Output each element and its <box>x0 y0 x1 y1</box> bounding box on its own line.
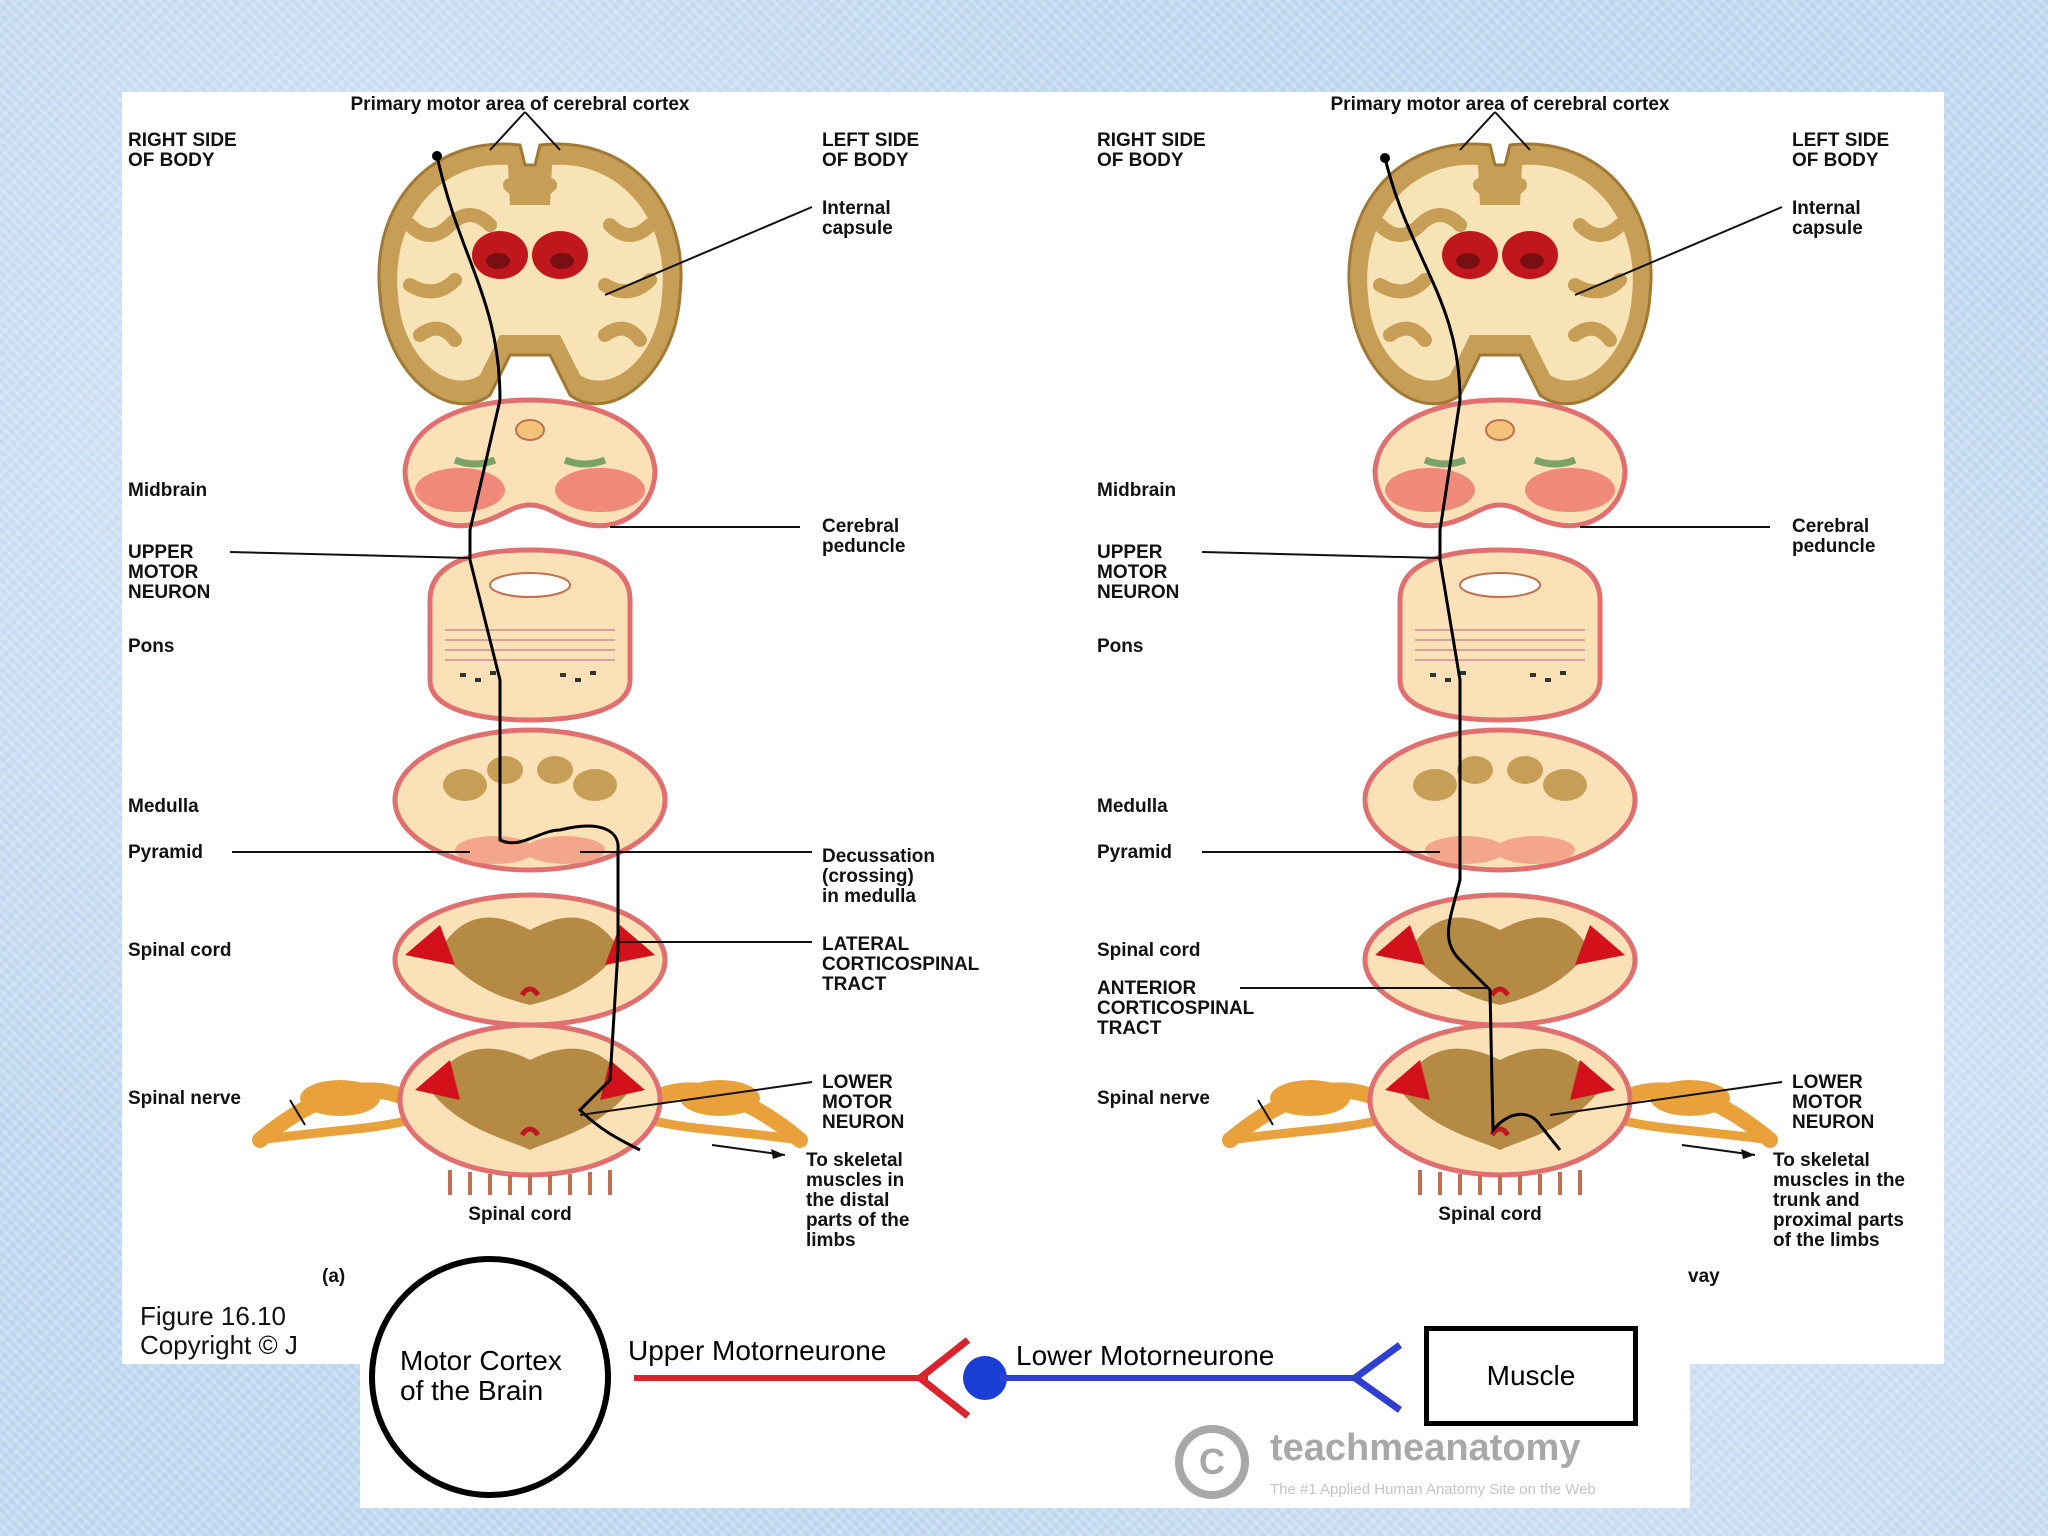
left-left-side-label: LEFT SIDE OF BODY <box>822 130 924 171</box>
lower-motorneurone-label: Lower Motorneurone <box>1016 1340 1274 1371</box>
right-title: Primary motor area of cerebral cortex <box>1331 94 1670 115</box>
left-muscles-label: To skeletal muscles in the distal parts … <box>806 1150 915 1251</box>
left-internal-capsule-label: Internal capsule <box>822 198 896 239</box>
left-lateral-tract-label: LATERAL CORTICOSPINAL TRACT <box>822 934 984 995</box>
watermark-tagline: The #1 Applied Human Anatomy Site on the… <box>1270 1481 1596 1498</box>
right-upper-motor-neuron-label: UPPER MOTOR NEURON <box>1097 542 1179 603</box>
motor-cortex-circle <box>369 1256 611 1498</box>
left-lower-motor-neuron-label: LOWER MOTOR NEURON <box>822 1072 904 1133</box>
left-panel: Primary motor area of cerebral cortex RI… <box>128 94 984 1287</box>
right-right-side-label: RIGHT SIDE OF BODY <box>1097 130 1211 171</box>
svg-text:C: C <box>1199 1441 1225 1482</box>
left-medulla-label: Medulla <box>128 796 199 817</box>
right-pons-label: Pons <box>1097 636 1143 657</box>
left-upper-motor-neuron-label: UPPER MOTOR NEURON <box>128 542 210 603</box>
right-spinal-cord-label: Spinal cord <box>1097 940 1200 961</box>
lower-motorneurone-terminal <box>1349 1342 1403 1413</box>
left-tract-line <box>435 155 641 1152</box>
right-internal-capsule-label: Internal capsule <box>1792 198 1866 239</box>
left-cerebral-peduncle-label: Cerebral peduncle <box>822 516 905 557</box>
left-pons-label: Pons <box>128 636 174 657</box>
left-pyramid-label: Pyramid <box>128 842 203 863</box>
right-lower-motor-neuron-label: LOWER MOTOR NEURON <box>1792 1072 1874 1133</box>
right-tract-line <box>1383 157 1562 1151</box>
copyright-icon <box>1175 1425 1249 1499</box>
left-decussation-label: Decussation (crossing) in medulla <box>822 846 940 907</box>
right-spinal-cord-bottom-label: Spinal cord <box>1438 1204 1541 1225</box>
muscle-label: Muscle <box>1486 1360 1576 1391</box>
muscle-box: Muscle <box>1424 1326 1638 1426</box>
left-title: Primary motor area of cerebral cortex <box>351 94 690 115</box>
right-left-side-label: LEFT SIDE OF BODY <box>1792 130 1894 171</box>
right-pyramid-label: Pyramid <box>1097 842 1172 863</box>
upper-motorneurone-label: Upper Motorneurone <box>628 1335 886 1366</box>
right-medulla-label: Medulla <box>1097 796 1168 817</box>
left-spinal-nerve-label: Spinal nerve <box>128 1088 241 1109</box>
right-cerebral-peduncle-label: Cerebral peduncle <box>1792 516 1875 557</box>
left-midbrain-label: Midbrain <box>128 480 207 501</box>
right-midbrain-label: Midbrain <box>1097 480 1176 501</box>
right-muscles-label: To skeletal muscles in the trunk and pro… <box>1773 1150 1910 1251</box>
left-right-side-label: RIGHT SIDE OF BODY <box>128 130 242 171</box>
right-panel: Primary motor area of cerebral cortex RI… <box>1097 94 1910 1287</box>
motor-cortex-label: Motor Cortex of the Brain <box>400 1345 570 1406</box>
right-panel-tag-fragment: vay <box>1688 1266 1720 1287</box>
left-spinal-cord-label: Spinal cord <box>128 940 231 961</box>
lower-motorneurone-cell-body <box>963 1356 1007 1400</box>
watermark-brand: teachmeanatomy <box>1270 1427 1580 1469</box>
figure-caption: Figure 16.10 Copyright © J <box>140 1301 298 1360</box>
left-spinal-cord-bottom-label: Spinal cord <box>468 1204 571 1225</box>
left-panel-tag: (a) <box>322 1266 345 1287</box>
right-spinal-nerve-label: Spinal nerve <box>1097 1088 1210 1109</box>
upper-motorneurone-terminal <box>914 1337 971 1419</box>
right-anterior-tract-label: ANTERIOR CORTICOSPINAL TRACT <box>1097 978 1259 1039</box>
